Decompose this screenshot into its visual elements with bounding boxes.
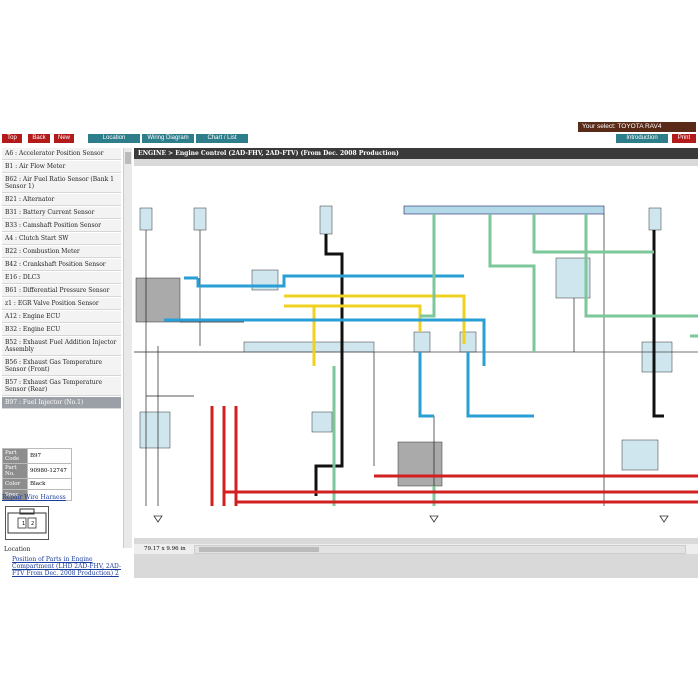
repair-wire-harness-link[interactable]: Repair Wire Harness (2, 494, 66, 501)
list-item[interactable]: A12 : Engine ECU (2, 311, 121, 323)
list-item[interactable]: z1 : EGR Valve Position Sensor (2, 298, 121, 310)
introduction-button[interactable]: Introduction (616, 134, 668, 143)
color-label: Color (2, 478, 28, 490)
spec-label: Spec (2, 489, 28, 501)
list-item[interactable]: A6 : Accelerator Position Sensor (2, 148, 121, 160)
wiring-diagram-button[interactable]: Wiring Diagram (142, 134, 194, 143)
diagram-title: ENGINE > Engine Control (2AD-FHV, 2AD-FT… (134, 148, 698, 159)
print-button[interactable]: Print (672, 134, 696, 143)
location-button[interactable]: Location (88, 134, 140, 143)
list-item[interactable]: B57 : Exhaust Gas Temperature Sensor (Re… (2, 377, 121, 396)
app-window: Your select: TOYOTA RAV4 Top Back New Lo… (0, 118, 700, 584)
list-item[interactable]: B31 : Battery Current Sensor (2, 207, 121, 219)
list-item[interactable]: B52 : Exhaust Fuel Addition Injector Ass… (2, 337, 121, 356)
list-item[interactable]: B22 : Combustion Meter (2, 246, 121, 258)
list-item[interactable]: B21 : Alternator (2, 194, 121, 206)
wiring-diagram-canvas[interactable] (134, 166, 698, 538)
location-link[interactable]: Position of Parts in Engine Compartment … (12, 556, 121, 577)
list-item[interactable]: B62 : Air Fuel Ratio Sensor (Bank 1 Sens… (2, 174, 121, 193)
list-item[interactable]: A4 : Clutch Start SW (2, 233, 121, 245)
list-item[interactable]: B1 : Air Flow Meter (2, 161, 121, 173)
toolbar: Top Back New Location Wiring Diagram Cha… (0, 134, 700, 144)
list-scroll-thumb[interactable] (125, 152, 131, 164)
list-item[interactable]: B97 : Fuel Injector (No.1) (2, 397, 121, 409)
wiring-diagram-svg (134, 205, 698, 523)
part-code-label: Part Code (2, 448, 28, 464)
back-button[interactable]: Back (28, 134, 50, 143)
list-item[interactable]: B56 : Exhaust Gas Temperature Sensor (Fr… (2, 357, 121, 376)
part-no-label: Part No. (2, 463, 28, 479)
list-scrollbar[interactable] (123, 148, 132, 548)
connector-face-icon: 1 2 (5, 506, 49, 540)
diagram-horizontal-scrollbar[interactable] (194, 545, 686, 554)
list-item[interactable]: E16 : DLC3 (2, 272, 121, 284)
list-item[interactable]: B33 : Camshaft Position Sensor (2, 220, 121, 232)
part-code-value: B97 (27, 448, 72, 464)
part-no-value: 90980-12747 (27, 463, 72, 479)
chart-list-button[interactable]: Chart / List (196, 134, 248, 143)
location-title: Location (4, 546, 31, 553)
color-value: Black (27, 478, 72, 490)
diagram-scroll-thumb[interactable] (199, 547, 319, 552)
list-item[interactable]: B32 : Engine ECU (2, 324, 121, 336)
top-button[interactable]: Top (2, 134, 22, 143)
vehicle-selection: Your select: TOYOTA RAV4 (578, 122, 696, 132)
spec-value (27, 489, 72, 501)
svg-text:2: 2 (31, 521, 34, 527)
svg-text:1: 1 (22, 521, 25, 527)
list-item[interactable]: B61 : Differential Pressure Sensor (2, 285, 121, 297)
diagram-panel: ENGINE > Engine Control (2AD-FHV, 2AD-FT… (134, 148, 698, 578)
list-item[interactable]: B42 : Crankshaft Position Sensor (2, 259, 121, 271)
canvas-size-readout: 79.17 x 9.96 in (144, 546, 186, 552)
new-button[interactable]: New (54, 134, 74, 143)
